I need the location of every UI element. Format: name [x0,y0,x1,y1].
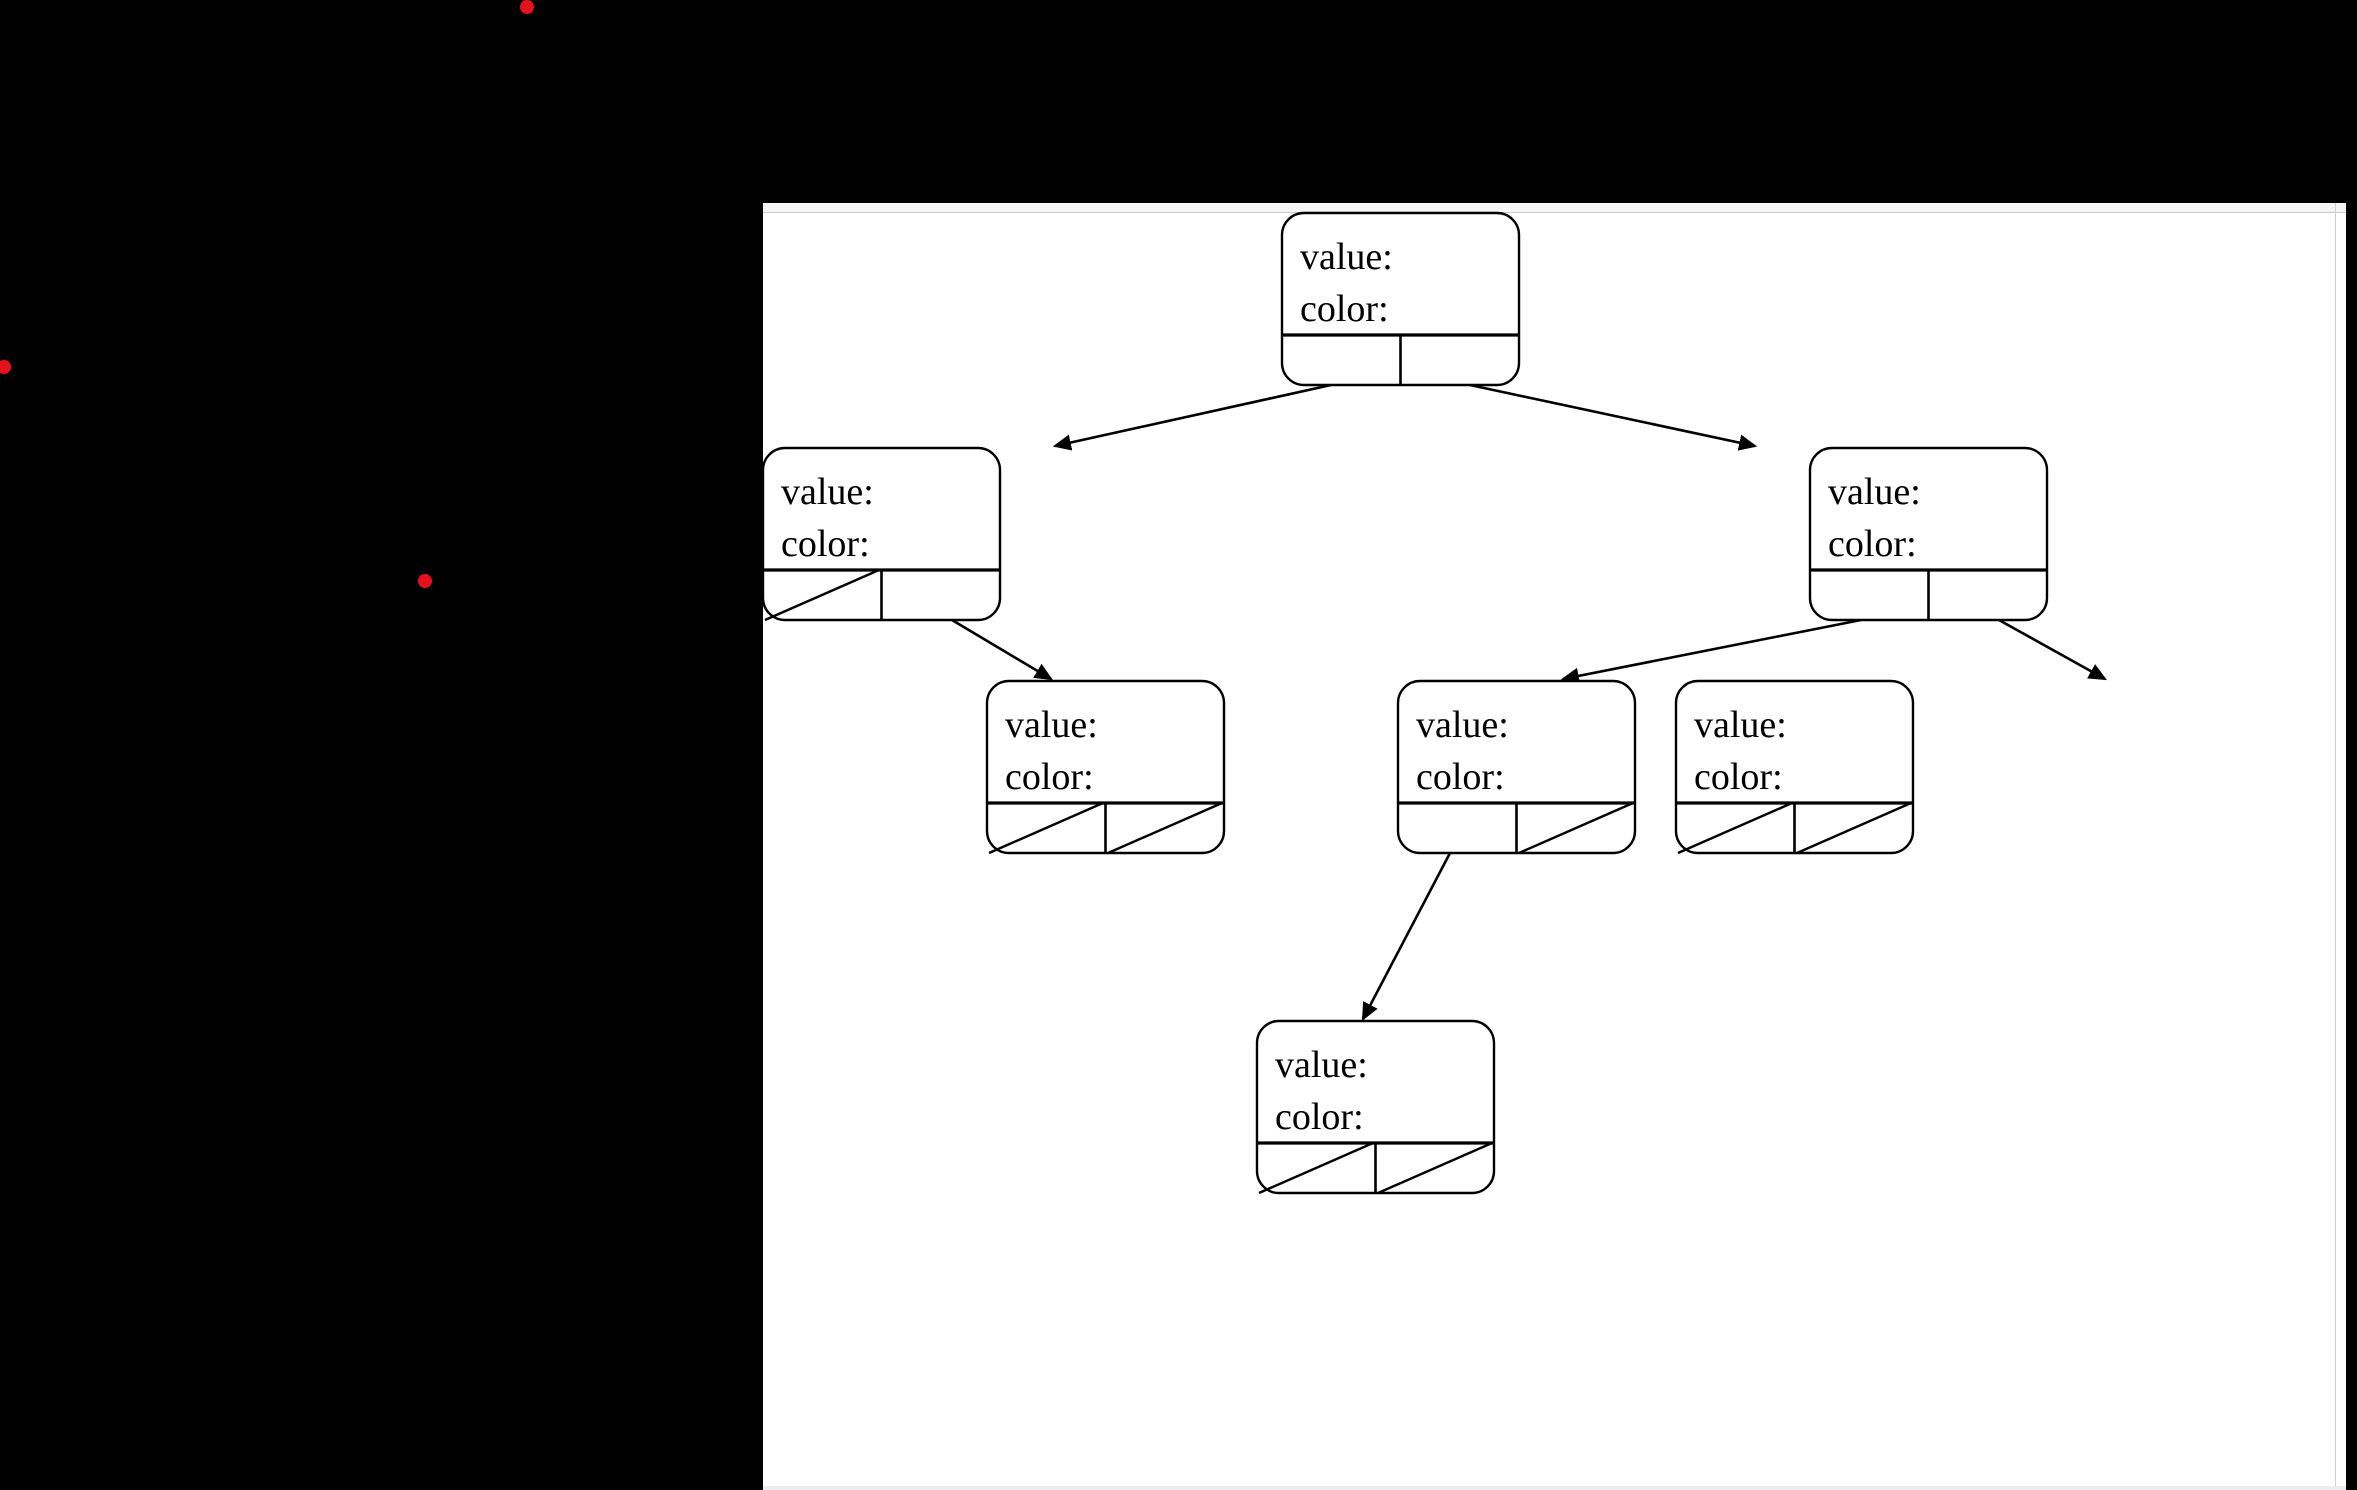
null-slash-left [1677,801,1793,855]
tree-node-left[interactable]: value: color: [763,446,1002,622]
tree-node-right[interactable]: value: color: [1808,446,2049,622]
tree-node-root[interactable]: value: color: [1280,211,1521,387]
node-color-label: color: [1005,756,1094,798]
node-value-label: value: [1694,704,1787,746]
panel-right-rule [2335,203,2336,1490]
node-color-label: color: [1275,1096,1364,1138]
null-slash-right [1377,1141,1493,1195]
tree-node-left-right[interactable]: value: color: [985,679,1226,855]
edge-root-to-right [1469,383,1758,451]
edge-rightleft-to-deep [1361,852,1452,1022]
tree-node-deep[interactable]: value: color: [1255,1019,1496,1195]
node-color-label: color: [1694,756,1783,798]
node-value-label: value: [1275,1044,1368,1086]
edge-right-to-rightleft [1560,618,1862,684]
marker-dot-top [520,0,534,14]
diagram-viewer-panel[interactable]: value: color: value: color: [763,203,2346,1490]
node-value-label: value: [1828,471,1921,513]
null-slash-right [1518,801,1634,855]
node-value-label: value: [781,471,874,513]
binary-tree-diagram: value: color: value: color: [763,211,2107,1195]
node-color-label: color: [1300,288,1389,330]
node-color-label: color: [1828,523,1917,565]
node-color-label: color: [1416,756,1505,798]
null-slash-left [1258,1141,1374,1195]
node-value-label: value: [1005,704,1098,746]
panel-footer-strip [763,1486,2346,1490]
null-slash-right [1796,801,1912,855]
edge-root-to-left [1052,383,1332,451]
node-value-label: value: [1416,704,1509,746]
null-slash-left [764,568,880,622]
tree-node-right-left[interactable]: value: color: [1396,679,1637,855]
tree-node-right-right[interactable]: value: color: [1674,679,1915,855]
null-slash-right [1107,801,1223,855]
marker-dot-middle [418,574,432,588]
panel-header-strip [763,203,2346,213]
null-slash-left [988,801,1104,855]
edge-right-to-rightright [1998,618,2107,681]
node-value-label: value: [1300,236,1393,278]
node-color-label: color: [781,523,870,565]
nodes-layer: value: color: value: color: [763,211,2049,1195]
marker-dot-left [0,360,11,374]
edge-left-to-leftright [951,618,1053,681]
edges-layer [951,383,2107,1022]
